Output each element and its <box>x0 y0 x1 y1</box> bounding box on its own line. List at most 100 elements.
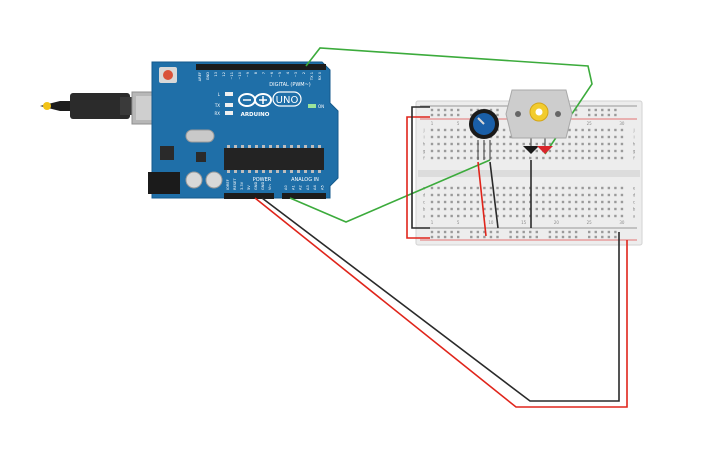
breadboard-hole[interactable] <box>614 149 617 153</box>
breadboard-hole[interactable] <box>548 142 552 146</box>
dc-motor[interactable] <box>505 89 573 154</box>
breadboard-hole[interactable] <box>581 200 584 204</box>
breadboard-hole[interactable] <box>443 149 447 153</box>
rail-hole[interactable] <box>588 235 591 239</box>
breadboard-hole[interactable] <box>535 149 538 153</box>
breadboard-hole[interactable] <box>437 135 440 139</box>
rail-hole[interactable] <box>548 230 552 234</box>
breadboard-hole[interactable] <box>509 214 512 218</box>
breadboard-hole[interactable] <box>430 128 434 132</box>
rail-hole[interactable] <box>607 235 611 239</box>
breadboard-hole[interactable] <box>607 135 611 139</box>
breadboard-hole[interactable] <box>509 142 512 146</box>
breadboard-hole[interactable] <box>548 193 552 197</box>
breadboard-hole[interactable] <box>443 200 447 204</box>
rail-hole[interactable] <box>470 235 473 239</box>
breadboard-hole[interactable] <box>489 207 493 211</box>
breadboard-hole[interactable] <box>594 200 597 204</box>
rail-hole[interactable] <box>437 108 440 112</box>
rail-hole[interactable] <box>430 108 434 112</box>
breadboard-hole[interactable] <box>601 200 604 204</box>
rail-hole[interactable] <box>574 230 578 234</box>
breadboard-hole[interactable] <box>561 207 565 211</box>
rail-hole[interactable] <box>476 235 480 239</box>
breadboard-hole[interactable] <box>496 193 499 197</box>
breadboard-hole[interactable] <box>574 156 578 160</box>
breadboard-hole[interactable] <box>614 193 617 197</box>
rail-hole[interactable] <box>568 235 571 239</box>
breadboard-hole[interactable] <box>601 128 604 132</box>
breadboard-hole[interactable] <box>522 142 525 146</box>
breadboard-hole[interactable] <box>437 214 440 218</box>
breadboard-hole[interactable] <box>496 214 499 218</box>
breadboard-hole[interactable] <box>476 193 480 197</box>
breadboard-hole[interactable] <box>509 200 512 204</box>
breadboard-hole[interactable] <box>607 193 611 197</box>
breadboard-hole[interactable] <box>594 207 597 211</box>
rail-hole[interactable] <box>443 235 447 239</box>
rail-hole[interactable] <box>614 113 617 117</box>
breadboard-hole[interactable] <box>476 214 480 218</box>
breadboard-hole[interactable] <box>496 186 499 190</box>
breadboard-hole[interactable] <box>535 156 538 160</box>
rail-hole[interactable] <box>607 108 611 112</box>
breadboard-hole[interactable] <box>581 128 584 132</box>
breadboard-hole[interactable] <box>581 135 584 139</box>
breadboard-hole[interactable] <box>463 135 466 139</box>
breadboard-hole[interactable] <box>496 142 499 146</box>
breadboard-hole[interactable] <box>568 156 571 160</box>
breadboard-hole[interactable] <box>594 142 597 146</box>
breadboard-hole[interactable] <box>457 135 460 139</box>
breadboard-hole[interactable] <box>522 186 525 190</box>
breadboard-hole[interactable] <box>588 214 591 218</box>
breadboard-hole[interactable] <box>457 186 460 190</box>
rail-hole[interactable] <box>548 235 552 239</box>
breadboard-hole[interactable] <box>620 135 624 139</box>
breadboard-hole[interactable] <box>620 214 624 218</box>
rail-hole[interactable] <box>443 113 447 117</box>
breadboard-hole[interactable] <box>509 186 512 190</box>
breadboard-hole[interactable] <box>450 135 453 139</box>
breadboard-hole[interactable] <box>509 207 512 211</box>
breadboard-hole[interactable] <box>568 193 571 197</box>
breadboard-hole[interactable] <box>581 207 584 211</box>
breadboard-hole[interactable] <box>522 193 525 197</box>
breadboard-hole[interactable] <box>463 149 466 153</box>
breadboard-hole[interactable] <box>568 149 571 153</box>
breadboard-hole[interactable] <box>457 214 460 218</box>
breadboard-hole[interactable] <box>522 214 525 218</box>
black-rail-jumper[interactable] <box>411 106 430 229</box>
breadboard-hole[interactable] <box>489 193 493 197</box>
rail-hole[interactable] <box>457 235 460 239</box>
breadboard-hole[interactable] <box>614 200 617 204</box>
breadboard-hole[interactable] <box>568 128 571 132</box>
breadboard-hole[interactable] <box>443 186 447 190</box>
rail-hole[interactable] <box>515 230 519 234</box>
breadboard-hole[interactable] <box>588 186 591 190</box>
breadboard-hole[interactable] <box>581 214 584 218</box>
breadboard-hole[interactable] <box>483 186 486 190</box>
breadboard-hole[interactable] <box>430 142 434 146</box>
breadboard-hole[interactable] <box>509 193 512 197</box>
breadboard-hole[interactable] <box>581 156 584 160</box>
breadboard-hole[interactable] <box>620 142 624 146</box>
breadboard-hole[interactable] <box>614 214 617 218</box>
rail-hole[interactable] <box>529 230 532 234</box>
breadboard-hole[interactable] <box>581 149 584 153</box>
breadboard-hole[interactable] <box>463 142 466 146</box>
power-header[interactable] <box>224 193 274 199</box>
rail-hole[interactable] <box>483 230 486 234</box>
breadboard-hole[interactable] <box>463 193 466 197</box>
breadboard-hole[interactable] <box>555 149 558 153</box>
rail-hole[interactable] <box>535 235 538 239</box>
breadboard-hole[interactable] <box>437 193 440 197</box>
rail-hole[interactable] <box>470 230 473 234</box>
rail-hole[interactable] <box>489 108 493 112</box>
rail-hole[interactable] <box>496 108 499 112</box>
breadboard-hole[interactable] <box>457 149 460 153</box>
breadboard-hole[interactable] <box>561 186 565 190</box>
rail-hole[interactable] <box>515 235 519 239</box>
rail-hole[interactable] <box>489 235 493 239</box>
breadboard-hole[interactable] <box>620 186 624 190</box>
breadboard-hole[interactable] <box>548 149 552 153</box>
